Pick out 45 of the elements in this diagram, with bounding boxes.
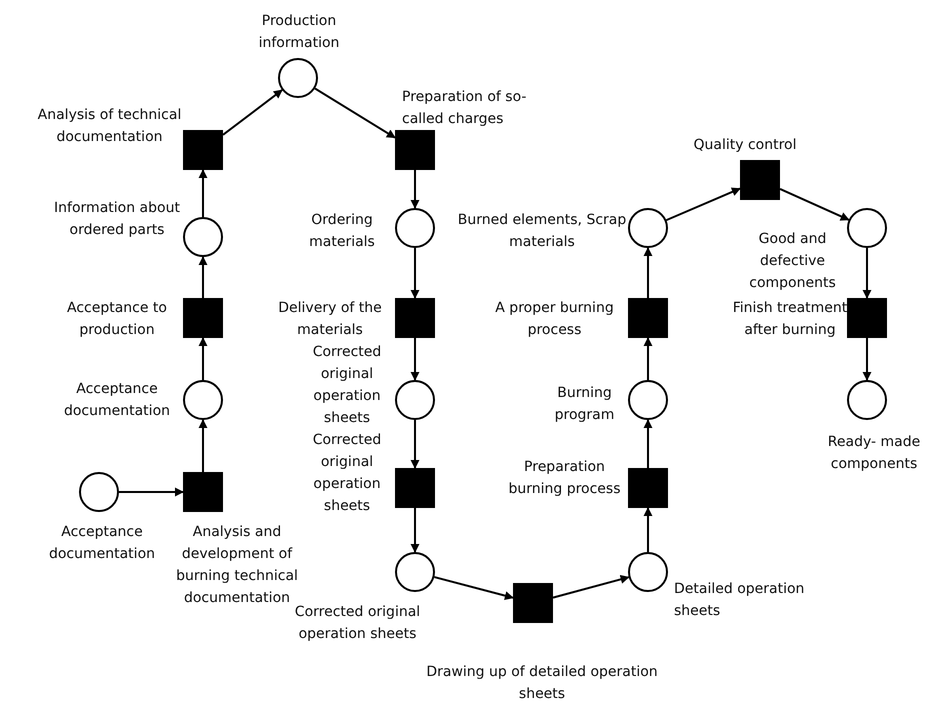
node-label: Information about ordered parts <box>53 199 181 240</box>
arrow <box>666 188 741 222</box>
node-label: Production information <box>258 12 340 53</box>
arrow <box>644 337 652 380</box>
arrow <box>862 338 872 381</box>
arrow <box>862 248 872 299</box>
arrow <box>119 488 184 496</box>
node-label: Corrected original operation sheets <box>312 343 382 428</box>
node-label: Burned elements, Scrap materials <box>457 211 627 252</box>
arrow <box>780 188 850 221</box>
node-label: Ordering materials <box>308 211 376 252</box>
node-label: Finish treatment after burning <box>732 299 848 340</box>
node-label: Acceptance documentation <box>48 523 156 564</box>
arrow <box>410 248 420 299</box>
arrow <box>222 89 283 136</box>
arrow <box>410 420 420 469</box>
arrow <box>410 170 420 209</box>
arrow <box>198 169 208 217</box>
node-label: Preparation burning process <box>507 458 622 499</box>
arrow <box>410 508 420 553</box>
arrow <box>552 574 630 599</box>
arrow <box>198 337 208 380</box>
node-label: Acceptance to production <box>66 299 168 340</box>
node-label: Corrected original operation sheets <box>294 603 422 644</box>
node-label: Corrected original operation sheets <box>312 431 382 516</box>
arrow <box>314 88 396 139</box>
arrow <box>198 256 208 298</box>
arrow <box>410 338 420 381</box>
node-label: Quality control <box>692 136 798 155</box>
node-label: Analysis and development of burning technical documentation <box>175 523 298 606</box>
node-label: Preparation of so-called charges <box>402 88 528 129</box>
arrow <box>198 419 208 472</box>
node-label: Delivery of the materials <box>277 299 383 340</box>
arrow <box>644 419 652 468</box>
node-label: Acceptance documentation <box>62 380 172 421</box>
node-label: Drawing up of detailed operation sheets <box>425 663 659 704</box>
arrow <box>644 507 652 552</box>
node-label: A proper burning process <box>494 299 615 340</box>
node-label: Ready- made components <box>826 433 922 474</box>
node-label: Burning program <box>554 384 616 425</box>
arrow <box>644 247 652 298</box>
node-label: Good and defective components <box>748 230 837 293</box>
node-label: Detailed operation sheets <box>674 580 806 621</box>
arrow <box>434 576 514 600</box>
node-label: Analysis of technical documentation <box>36 106 182 147</box>
